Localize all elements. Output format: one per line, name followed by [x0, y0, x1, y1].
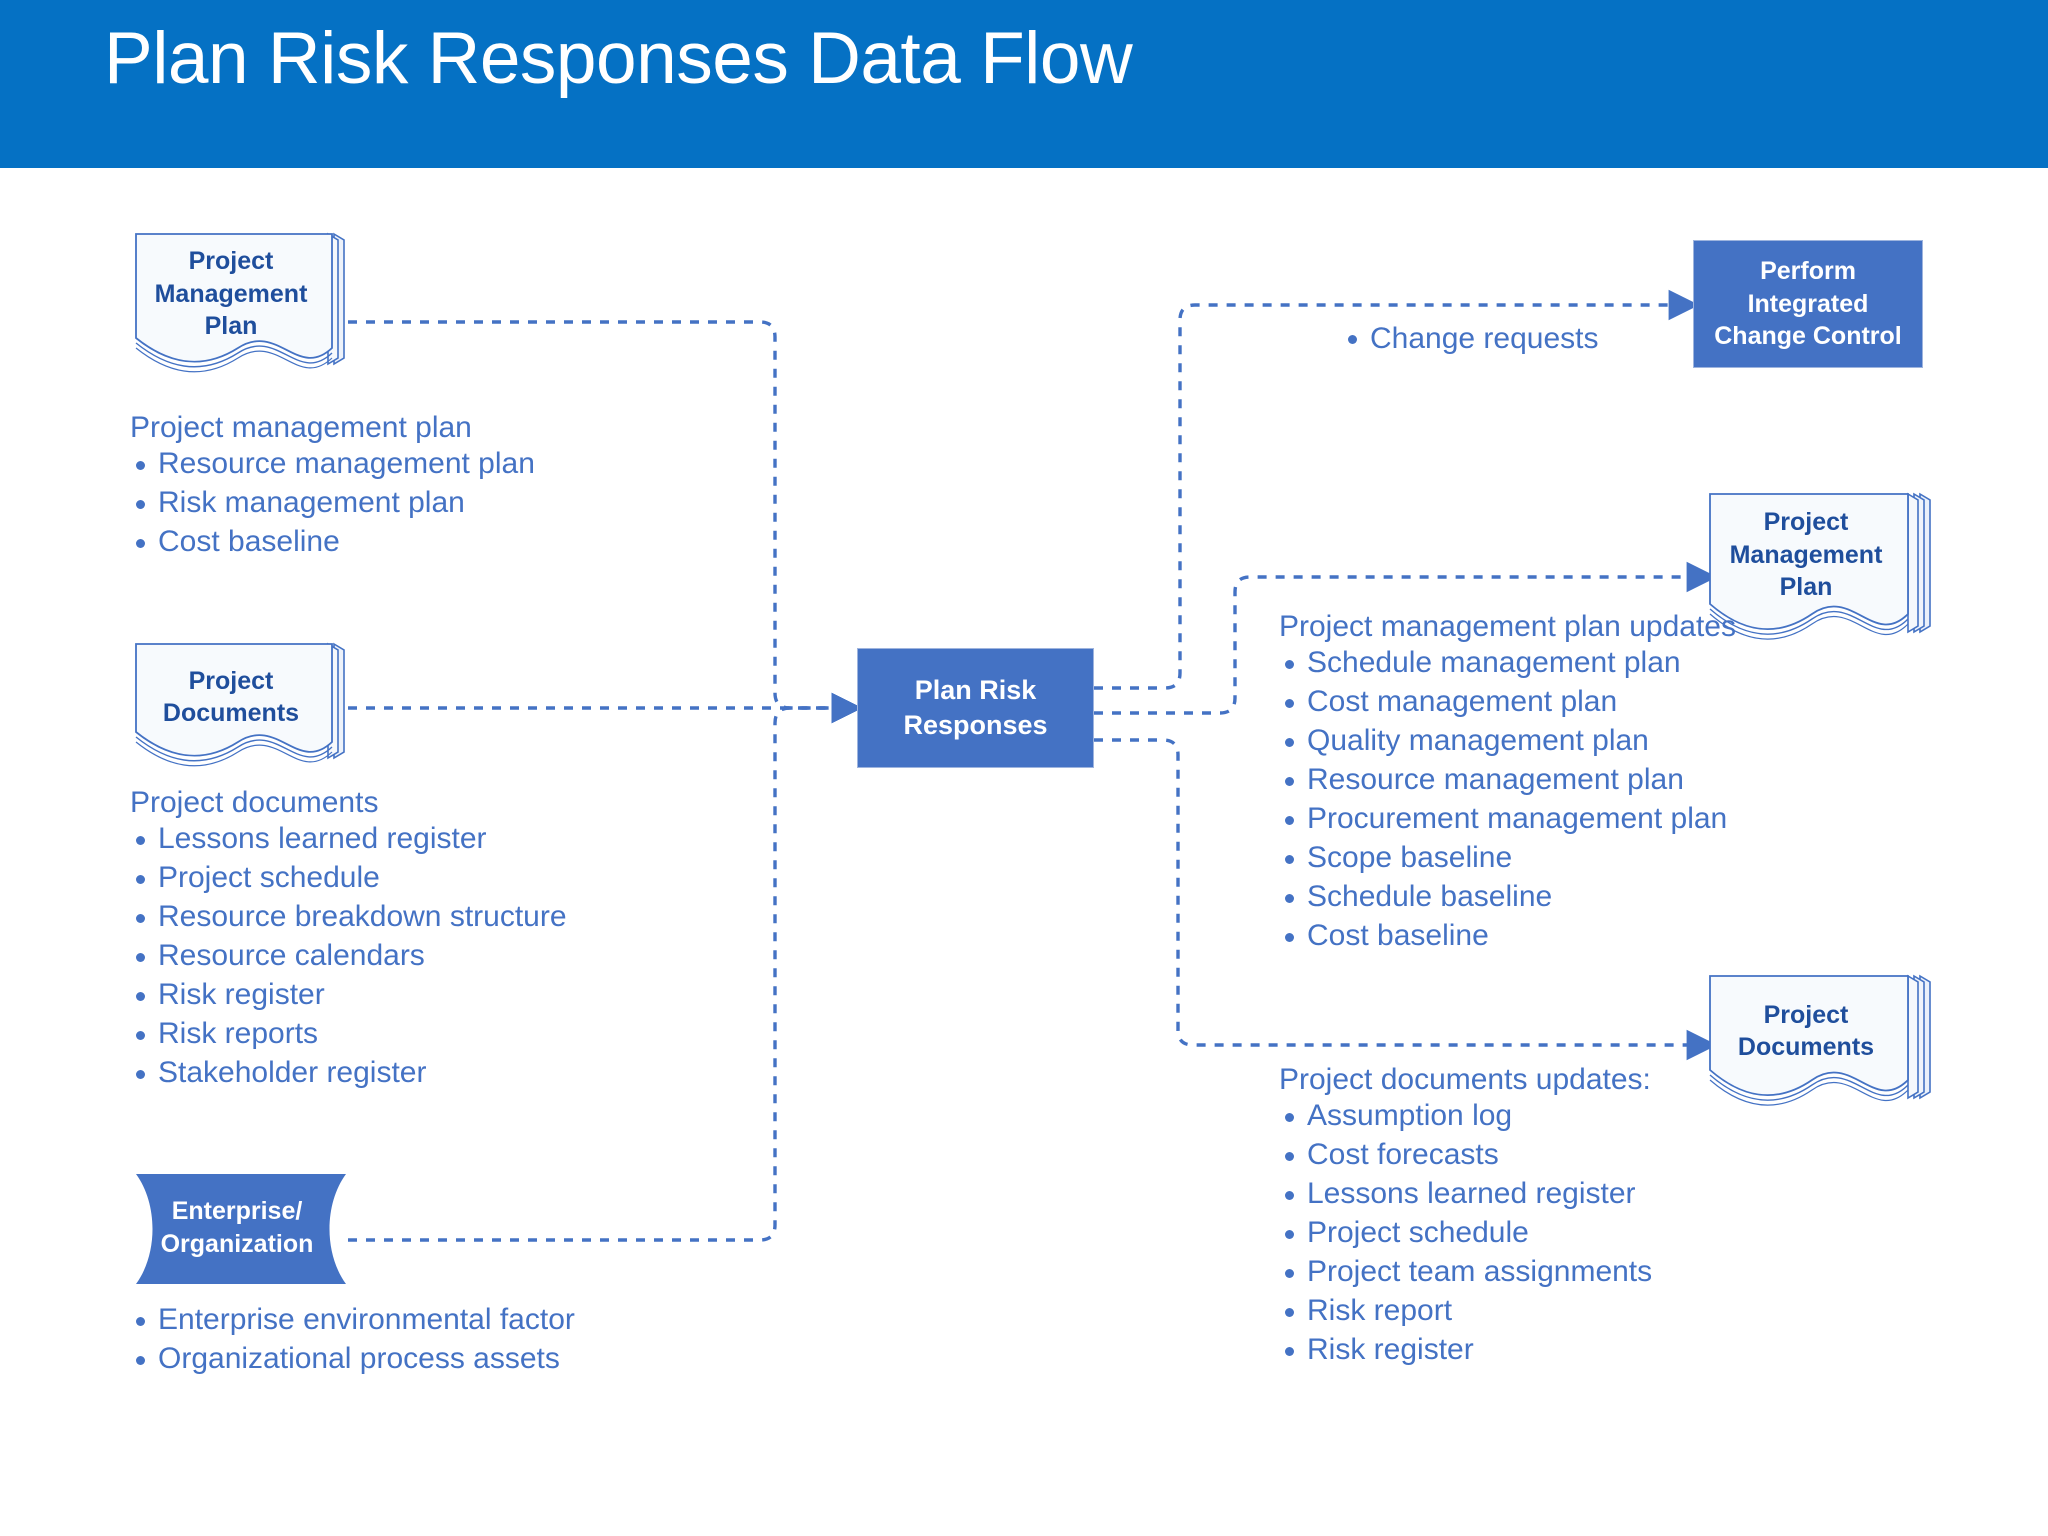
- change-control-label-line-1: Perform: [1760, 257, 1856, 286]
- list-item: Resource calendars: [130, 941, 567, 971]
- list-item: Project schedule: [1279, 1218, 1652, 1248]
- input-pm-plan-label-line-2: Management: [154, 279, 308, 308]
- output-project-documents-label-line-1: Project: [1763, 1000, 1849, 1029]
- input-project-documents-shape[interactable]: [128, 640, 356, 780]
- input-enterprise-list: Enterprise environmental factor Organiza…: [130, 1305, 575, 1374]
- list-item: Scope baseline: [1279, 843, 1736, 873]
- page-title: Plan Risk Responses Data Flow: [104, 18, 1133, 99]
- list-item: Stakeholder register: [130, 1058, 567, 1088]
- list-item: Cost baseline: [130, 527, 535, 557]
- list-item: Resource management plan: [130, 449, 535, 479]
- input-enterprise-label-line-1: Enterprise/: [171, 1197, 303, 1225]
- input-project-documents-label-line-2: Documents: [162, 699, 300, 727]
- input-pm-plan-label-line-1: Project: [188, 247, 274, 276]
- output-pm-plan-updates-textblock: Project management plan updates Schedule…: [1279, 612, 1736, 960]
- list-item: Schedule baseline: [1279, 882, 1736, 912]
- output-pm-plan-updates-list: Schedule management plan Cost management…: [1279, 648, 1736, 951]
- output-pm-plan-label-line-3: Plan: [1779, 573, 1833, 602]
- output-pm-plan-label-line-2: Management: [1729, 540, 1883, 569]
- input-enterprise-flag-shape[interactable]: [128, 1168, 360, 1288]
- list-item: Assumption log: [1279, 1101, 1652, 1131]
- input-pm-plan-label-line-3: Plan: [204, 312, 258, 341]
- output-change-requests-label: Change requests: [1342, 324, 1599, 354]
- list-item: Resource breakdown structure: [130, 902, 567, 932]
- list-item: Risk register: [130, 980, 567, 1010]
- change-control-label-line-2: Integrated: [1747, 289, 1869, 318]
- output-project-documents-label: Project Documents: [1708, 986, 1904, 1076]
- list-item: Cost baseline: [1279, 921, 1736, 951]
- process-plan-risk-responses[interactable]: Plan Risk Responses: [857, 648, 1094, 768]
- process-label-line-2: Responses: [903, 710, 1048, 740]
- output-project-documents-updates-heading: Project documents updates:: [1279, 1063, 1651, 1096]
- input-pm-plan-document-shape[interactable]: [128, 230, 356, 385]
- output-pm-plan-label-line-1: Project: [1763, 508, 1849, 537]
- input-enterprise-label-line-2: Organization: [160, 1230, 314, 1258]
- header-band: [0, 0, 2048, 168]
- list-item: Project team assignments: [1279, 1257, 1652, 1287]
- output-pm-plan-updates-heading: Project management plan updates: [1279, 610, 1736, 643]
- list-item: Risk register: [1279, 1335, 1652, 1365]
- list-item: Cost management plan: [1279, 687, 1736, 717]
- input-pm-plan-list: Resource management plan Risk management…: [130, 449, 535, 557]
- list-item: Schedule management plan: [1279, 648, 1736, 678]
- input-project-documents-textblock: Project documents Lessons learned regist…: [130, 788, 567, 1097]
- list-item: Risk reports: [130, 1019, 567, 1049]
- list-item: Risk management plan: [130, 488, 535, 518]
- list-item: Quality management plan: [1279, 726, 1736, 756]
- output-project-documents-shape[interactable]: [1702, 972, 1942, 1122]
- output-perform-integrated-change-control[interactable]: Perform Integrated Change Control: [1693, 240, 1923, 368]
- input-project-documents-label: Project Documents: [136, 652, 326, 742]
- list-item: Lessons learned register: [1279, 1179, 1652, 1209]
- list-item: Risk report: [1279, 1296, 1652, 1326]
- input-pm-plan-textblock: Project management plan Resource managem…: [130, 413, 535, 566]
- input-enterprise-textblock: Enterprise environmental factor Organiza…: [130, 1305, 575, 1383]
- output-pm-plan-document-shape[interactable]: [1702, 490, 1942, 655]
- input-enterprise-label: Enterprise/ Organization: [142, 1182, 332, 1274]
- list-item: Lessons learned register: [130, 824, 567, 854]
- input-project-documents-label-line-1: Project: [188, 666, 274, 695]
- input-project-documents-heading: Project documents: [130, 786, 379, 819]
- output-project-documents-label-line-2: Documents: [1737, 1033, 1875, 1061]
- input-pm-plan-heading: Project management plan: [130, 411, 472, 444]
- list-item: Organizational process assets: [130, 1344, 575, 1374]
- list-item: Resource management plan: [1279, 765, 1736, 795]
- process-label-line-1: Plan Risk: [914, 674, 1037, 705]
- input-project-documents-list: Lessons learned register Project schedul…: [130, 824, 567, 1088]
- change-control-label-line-3: Change Control: [1714, 322, 1902, 351]
- input-pm-plan-label: Project Management Plan: [136, 244, 326, 344]
- output-project-documents-updates-list: Assumption log Cost forecasts Lessons le…: [1279, 1101, 1652, 1365]
- list-item: Project schedule: [130, 863, 567, 893]
- list-item: Cost forecasts: [1279, 1140, 1652, 1170]
- output-project-documents-updates-textblock: Project documents updates: Assumption lo…: [1279, 1065, 1652, 1374]
- list-item: Enterprise environmental factor: [130, 1305, 575, 1335]
- list-item: Procurement management plan: [1279, 804, 1736, 834]
- output-pm-plan-label: Project Management Plan: [1708, 505, 1904, 605]
